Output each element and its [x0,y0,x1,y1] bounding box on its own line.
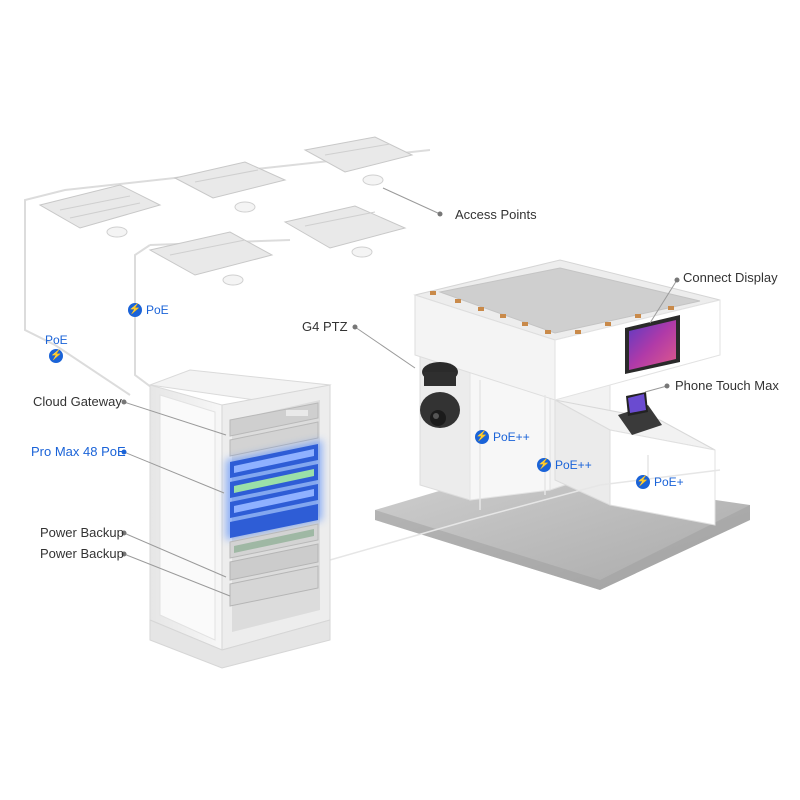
label-leader-dots [121,211,680,557]
label-power-backup-2: Power Backup [40,546,124,561]
connect-display-device [625,315,680,374]
label-connect-display: Connect Display [683,270,778,285]
g4-ptz-camera [420,362,460,428]
access-point-5 [283,205,407,258]
rack-units [226,402,322,607]
poe-tag-camera: ⚡ PoE++ [475,430,530,444]
label-leader-lines [123,187,678,597]
access-point-3 [303,136,414,186]
label-access-points: Access Points [455,207,537,222]
poe-tag-mid: ⚡ PoE [128,303,169,317]
access-point-4 [148,231,274,286]
poe-tag-left-text: PoE [45,333,68,347]
lightning-bolt-icon: ⚡ [537,458,551,472]
poe-tag-left: PoE ⚡ [45,333,68,363]
poe-tag-display-text: PoE++ [555,458,592,472]
lightning-bolt-icon: ⚡ [636,475,650,489]
poe-tag-phone: ⚡ PoE+ [636,475,684,489]
poe-tag-camera-text: PoE++ [493,430,530,444]
label-power-backup-1: Power Backup [40,525,124,540]
lightning-bolt-icon: ⚡ [475,430,489,444]
lightning-bolt-icon: ⚡ [49,349,64,363]
label-phone-touch-max: Phone Touch Max [675,378,779,393]
access-point-1 [38,184,162,238]
poe-tag-phone-text: PoE+ [654,475,684,489]
poe-tag-mid-text: PoE [146,303,169,317]
label-pro-max-48-poe: Pro Max 48 PoE [31,444,126,459]
label-g4-ptz: G4 PTZ [302,319,348,334]
access-point-2 [173,161,287,213]
label-cloud-gateway: Cloud Gateway [33,394,122,409]
phone-touch-max-device [618,392,662,435]
lightning-bolt-icon: ⚡ [128,303,142,317]
poe-tag-display: ⚡ PoE++ [537,458,592,472]
